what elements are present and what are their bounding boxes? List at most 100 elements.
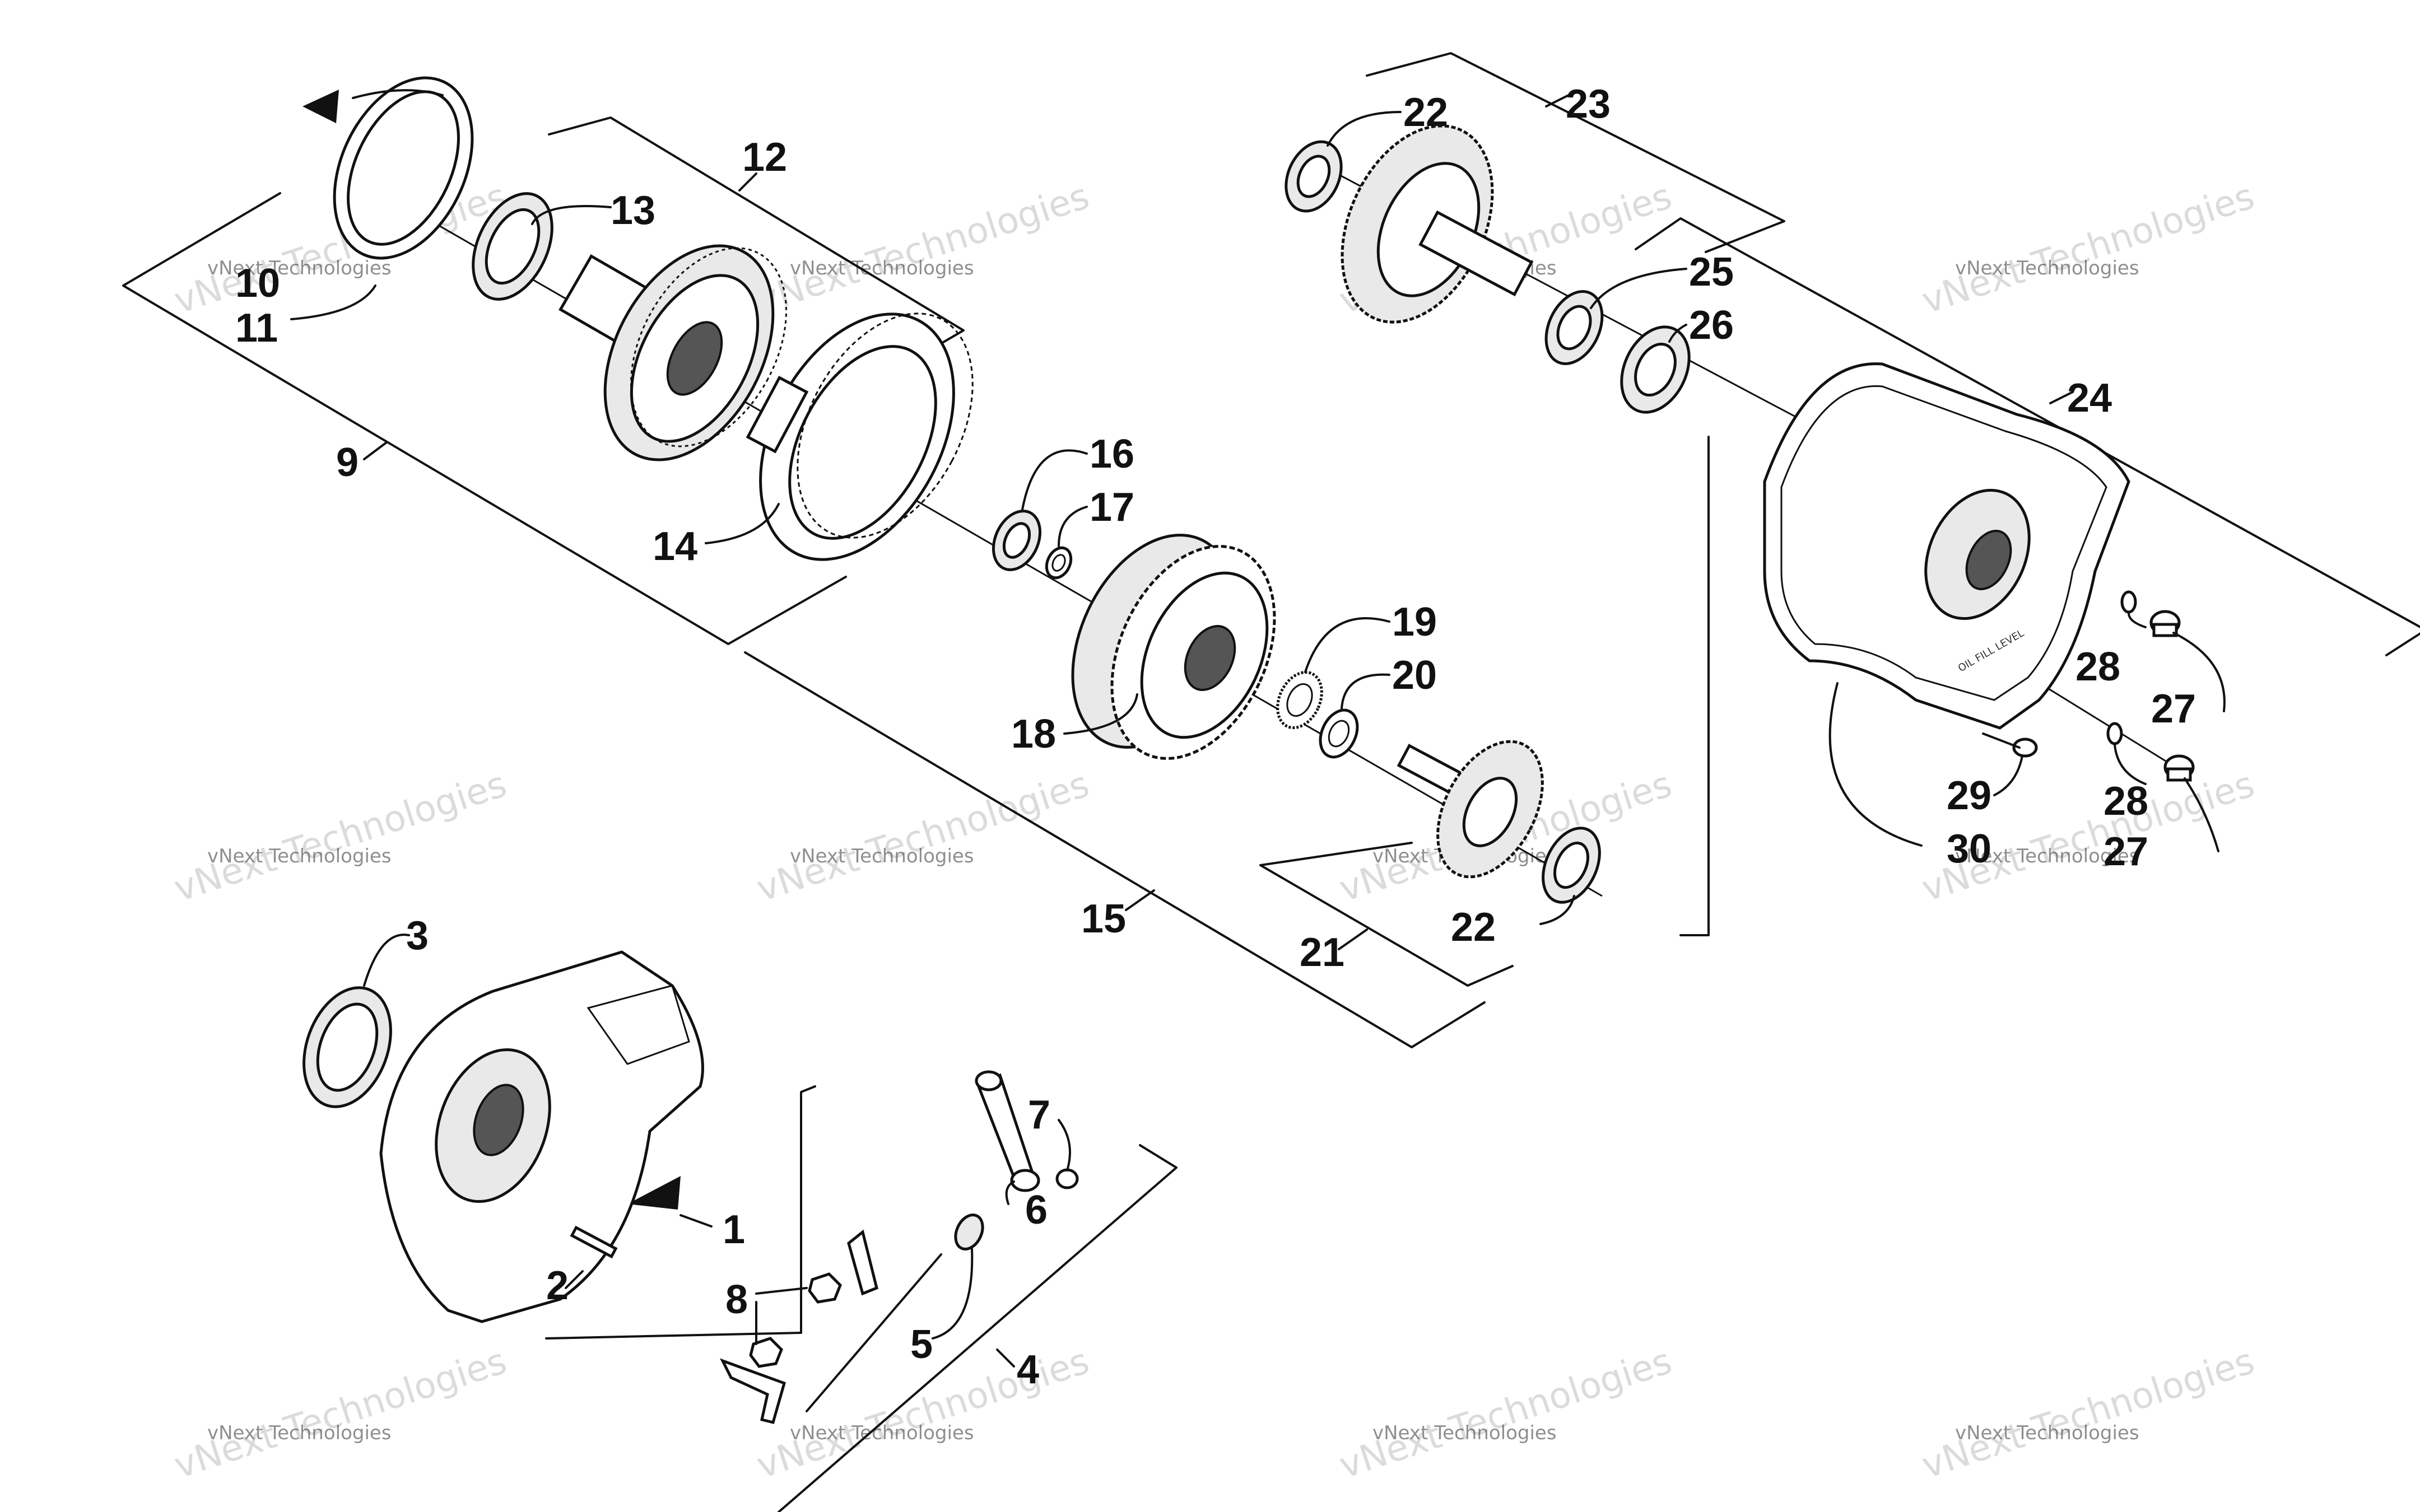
part-label-16: 16: [1090, 432, 1134, 477]
leader-14: [705, 503, 780, 544]
part-label-20: 20: [1392, 653, 1437, 698]
part-labels: 1 2 3 4 5 6 7 8 9 10 11 12 13 14 15 16 1…: [235, 82, 2196, 1392]
part-label-9: 9: [336, 440, 359, 485]
oil-seal-3: [302, 986, 392, 1108]
leader-20: [1341, 673, 1390, 710]
shift-arm-6: [975, 1070, 1040, 1192]
nut-7: [1055, 1168, 1079, 1189]
watermark-text: vNext Technologies: [752, 764, 1094, 910]
part-label-27-lower: 27: [2103, 829, 2148, 874]
part-label-28-lower: 28: [2103, 779, 2148, 824]
part-label-2: 2: [546, 1263, 569, 1308]
watermark: vNext Technologies vNext Technologies: [752, 176, 1094, 322]
washer-17: [1045, 546, 1073, 580]
watermark-text: vNext Technologies: [790, 1422, 974, 1444]
leader-22-lower: [1539, 895, 1575, 925]
leader-4: [996, 1348, 1015, 1368]
part-label-19: 19: [1392, 600, 1437, 645]
bearing-26: [1620, 325, 1691, 414]
bracket-group-23: [1366, 52, 1785, 253]
leader-16: [1021, 449, 1088, 511]
watermark-text: vNext Technologies: [1955, 257, 2139, 279]
direction-arrow: [302, 90, 339, 123]
part-label-28-upper: 28: [2075, 645, 2120, 689]
seal-25: [1544, 290, 1604, 365]
leader-12: [738, 172, 757, 192]
watermark-text: vNext Technologies: [169, 1341, 511, 1487]
bracket-group-9: [122, 192, 847, 645]
leader-2: [565, 1270, 584, 1289]
bearing-16: [992, 510, 1042, 571]
leader-21: [1338, 928, 1368, 950]
leader-29: [1993, 755, 2023, 796]
leader-lines: [290, 94, 2226, 1368]
bearing-13: [472, 192, 553, 301]
part-label-30: 30: [1947, 827, 1991, 871]
ring-gear-12: [559, 244, 788, 461]
part-label-1: 1: [723, 1207, 745, 1252]
output-gear-23: [1341, 124, 1534, 324]
leader-25: [1590, 268, 1687, 309]
bearing-22-upper: [1285, 140, 1343, 213]
leader-18: [1063, 693, 1138, 735]
part-label-5: 5: [910, 1322, 933, 1367]
leader-27-lower: [2184, 777, 2219, 852]
part-label-29: 29: [1947, 773, 1991, 818]
watermark: vNext Technologies vNext Technologies: [169, 764, 511, 910]
leader-19: [1304, 617, 1390, 673]
leader-15: [1125, 889, 1155, 911]
leader-8-a: [755, 1287, 808, 1295]
drain-plug-27-upper: [2149, 610, 2181, 637]
part-label-22-lower: 22: [1451, 905, 1496, 950]
leader-26: [1668, 324, 1687, 343]
part-label-11: 11: [235, 306, 278, 351]
clutch-basket-14: [746, 312, 974, 561]
watermark: vNext Technologies vNext Technologies: [1334, 1341, 1677, 1487]
bracket-group-21: [1259, 842, 1514, 987]
part-label-26: 26: [1689, 303, 1734, 348]
leader-3: [363, 934, 410, 987]
leader-13: [531, 205, 612, 225]
direction-arrow: [627, 1176, 681, 1210]
leader-28-upper: [2128, 612, 2147, 628]
part-label-18: 18: [1011, 712, 1056, 757]
part-label-27-upper: 27: [2151, 687, 2196, 731]
bracket-group-4: [778, 1144, 1178, 1512]
watermark-text: vNext Technologies: [1917, 176, 2259, 322]
leader-17: [1058, 506, 1088, 547]
watermark: vNext Technologies vNext Technologies: [1917, 1341, 2259, 1487]
leader-1: [680, 1214, 713, 1228]
watermark: vNext Technologies vNext Technologies: [1917, 176, 2259, 322]
washer-20: [1319, 708, 1359, 759]
watermark-text: vNext Technologies: [1372, 1422, 1557, 1444]
leader-24: [2049, 391, 2074, 404]
watermark-text: vNext Technologies: [1955, 845, 2139, 867]
watermark-text: vNext Technologies: [752, 176, 1094, 322]
part-label-8: 8: [725, 1277, 748, 1322]
watermark-text: vNext Technologies: [207, 845, 392, 867]
part-label-14: 14: [653, 524, 697, 569]
drain-plug-27-lower: [2163, 754, 2195, 782]
part-label-13: 13: [611, 188, 655, 233]
watermark: vNext Technologies vNext Technologies: [752, 764, 1094, 910]
nut-8-lower: [749, 1337, 783, 1368]
leader-28-lower: [2114, 744, 2147, 785]
bracket-group-15: [744, 651, 1486, 1048]
bolt-29: [1982, 732, 2038, 758]
washer-28-lower: [2106, 722, 2123, 745]
shaft-seal-5: [954, 1214, 984, 1250]
part-label-6: 6: [1025, 1188, 1048, 1233]
snap-ring-10-11: [333, 76, 474, 260]
leader-6: [1005, 1180, 1015, 1205]
leader-30: [1828, 682, 1923, 847]
gear-shaft-21: [1397, 740, 1544, 879]
watermark-text: vNext Technologies: [169, 764, 511, 910]
part-label-10: 10: [235, 261, 280, 306]
leader-22-upper: [1327, 111, 1402, 147]
dowel-pin-2: [570, 1225, 618, 1259]
housing-1: [379, 950, 704, 1323]
leader-7: [1058, 1119, 1071, 1172]
shift-shaft-4: [719, 1229, 942, 1425]
nut-8-upper: [808, 1272, 842, 1304]
